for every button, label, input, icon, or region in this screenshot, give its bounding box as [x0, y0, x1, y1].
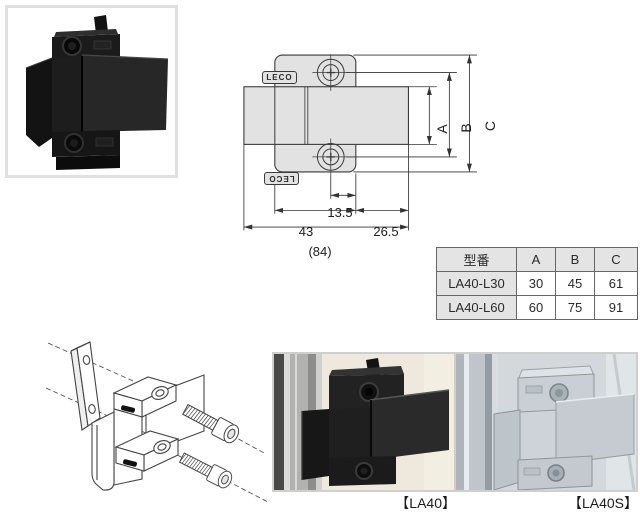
spec-table-header-b: B — [555, 247, 595, 272]
dim-label-a: A — [434, 124, 450, 134]
spec-table-cell-model: LA40-L60 — [436, 295, 517, 320]
spec-table-cell: 61 — [594, 271, 638, 296]
spec-table: 型番 A B C LA40-L30 30 45 61 LA40-L60 60 7… — [436, 247, 638, 320]
technical-drawing — [243, 54, 477, 231]
table-row: LA40-L30 30 45 61 — [436, 271, 638, 296]
exploded-view-drawing — [45, 341, 269, 503]
screw-hole-symbol-top — [312, 54, 350, 91]
spec-table-cell: 91 — [594, 295, 638, 320]
leco-logo-bottom: LECO — [264, 172, 299, 185]
latch-body — [91, 374, 205, 491]
dim-label-26-5: 26.5 — [373, 224, 399, 239]
photo-comparison — [272, 352, 638, 492]
dim-label-c: C — [482, 120, 498, 132]
caption-la40: 【LA40】 — [395, 495, 456, 511]
spec-table-cell: 45 — [555, 271, 595, 296]
spec-table-cell-model: LA40-L30 — [436, 271, 517, 296]
dim-label-13-5: 13.5 — [327, 205, 353, 220]
spec-table-header-c: C — [594, 247, 638, 272]
spec-table-header-row: 型番 A B C — [436, 247, 638, 272]
table-row: LA40-L60 60 75 91 — [436, 295, 638, 320]
spec-table-cell: 75 — [555, 295, 595, 320]
spec-table-header-a: A — [516, 247, 556, 272]
product-photo — [5, 5, 178, 178]
photo-la40s — [456, 354, 636, 490]
caption-la40s: 【LA40S】 — [567, 495, 638, 511]
spec-table-cell: 60 — [516, 295, 556, 320]
dim-label-84: (84) — [308, 244, 332, 259]
dim-label-43: 43 — [298, 224, 314, 239]
dim-label-b: B — [458, 123, 474, 133]
screw-icon — [178, 452, 233, 489]
product-photo-illustration — [25, 15, 169, 170]
strike-plate — [70, 341, 101, 431]
leco-logo-top: LECO — [262, 71, 297, 84]
screw-hole-symbol-bottom — [312, 138, 350, 176]
photo-la40 — [274, 354, 454, 490]
spec-table-cell: 30 — [516, 271, 556, 296]
screw-icon — [182, 403, 240, 444]
spec-table-header-model: 型番 — [436, 247, 517, 272]
